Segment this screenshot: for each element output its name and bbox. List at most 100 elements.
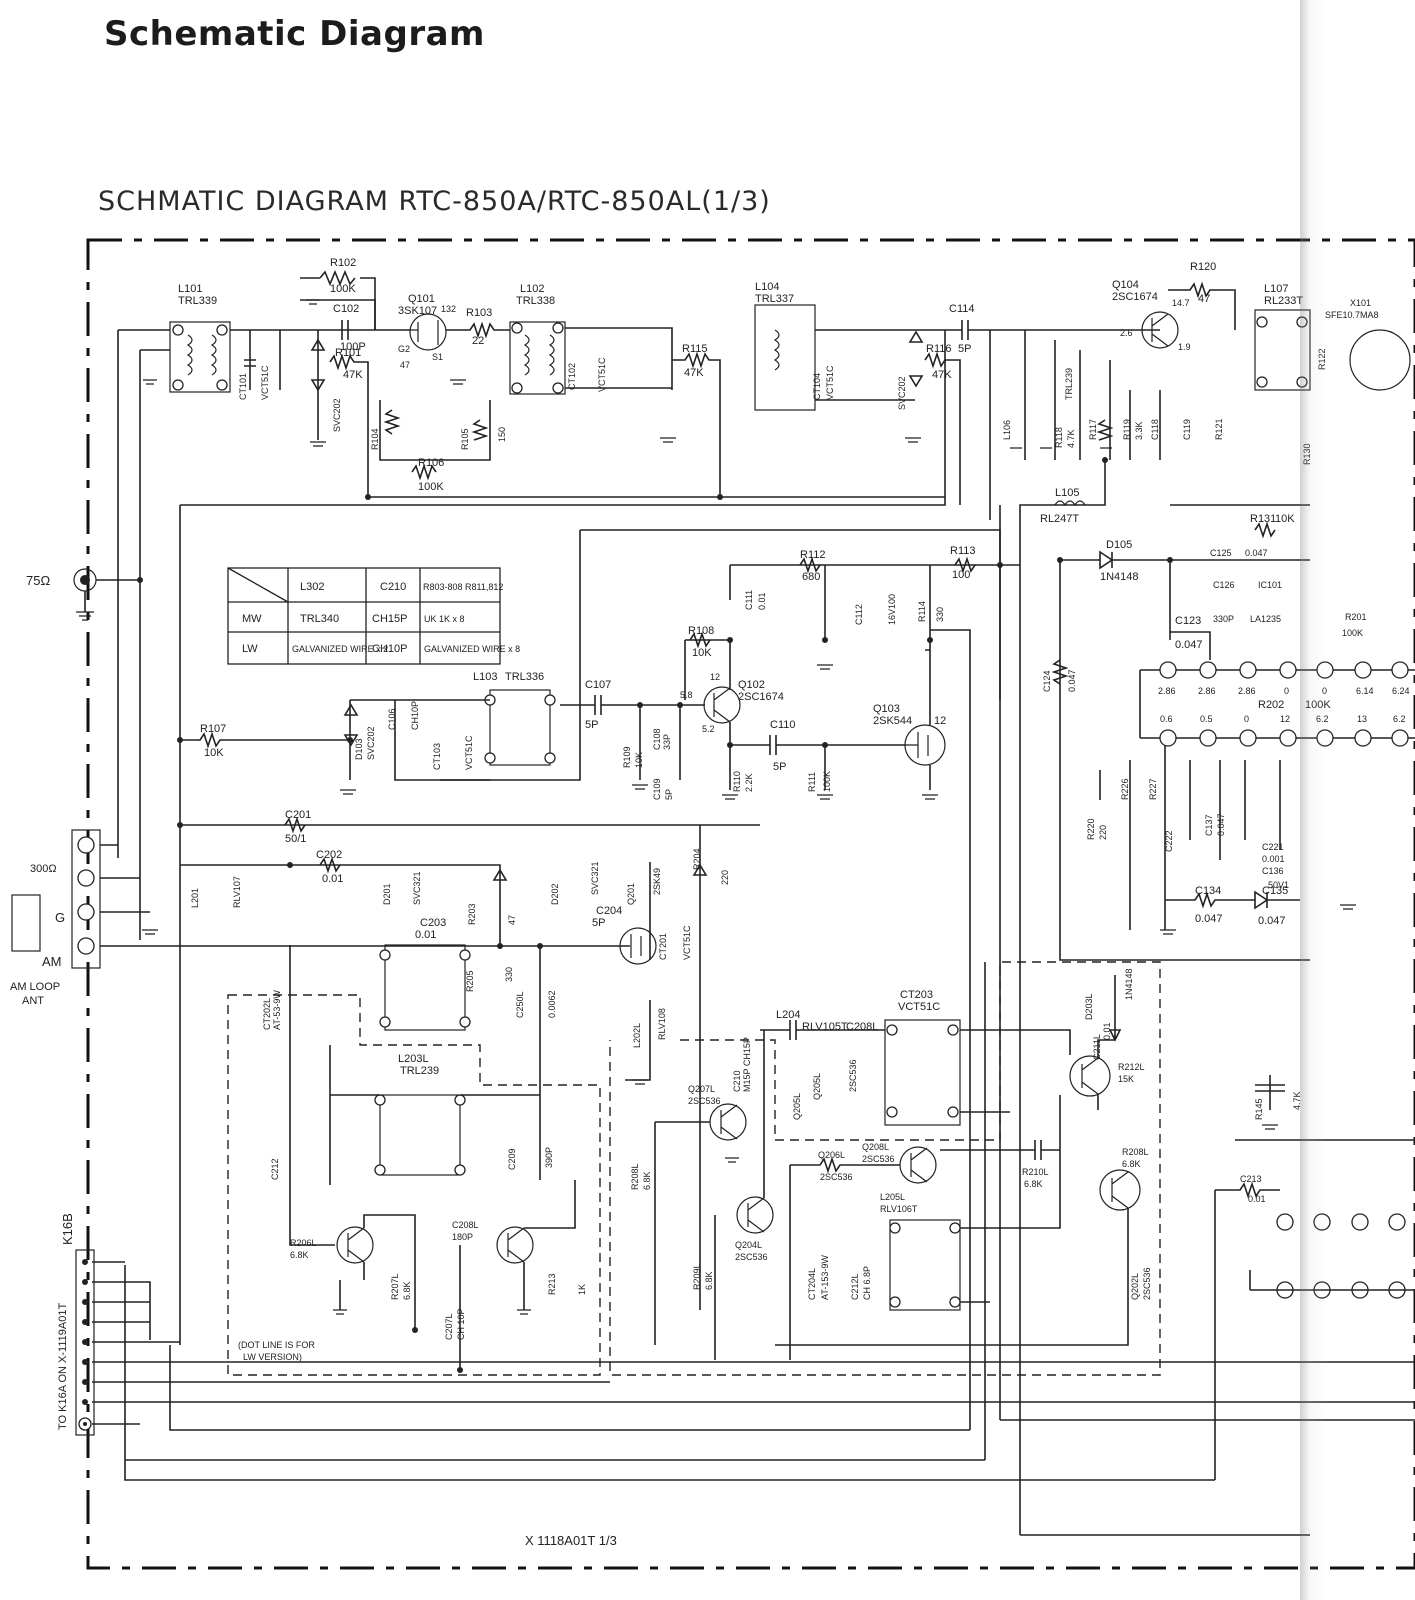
connector-k16b [75, 1249, 95, 1436]
value-ct102: VCT51C [597, 357, 607, 392]
label-r120: R120 [1190, 261, 1216, 273]
value-r114: 330 [935, 607, 945, 622]
lw-dashed-region-left [227, 994, 601, 1376]
value-d103: SVC202 [366, 726, 376, 760]
wire [459, 1180, 576, 1370]
voltage-q101-s1: S1 [432, 352, 443, 362]
value-r202: 0.01 [322, 873, 343, 885]
capacitor-c114 [940, 320, 1160, 340]
value-r101: 47K [343, 369, 363, 381]
value-r108: 10K [692, 647, 712, 659]
transistor-q201 [619, 927, 657, 965]
value-q202l: 6.8K [290, 1250, 309, 1260]
resistor-r116 [924, 351, 961, 505]
value-q103: 2SK544 [873, 715, 912, 727]
wire [329, 1045, 540, 1185]
label-k16b: K16B [60, 1213, 75, 1245]
label-l101: L101 [178, 283, 202, 295]
capacitor-c102 [341, 320, 349, 340]
label-l105: L105 [1055, 487, 1079, 499]
label-c202: D201 [382, 883, 392, 905]
value-ct204l: AT-153-9W [820, 1255, 830, 1300]
wire [84, 579, 140, 612]
value-r113: 100 [952, 569, 970, 581]
label-q102: Q102 [738, 679, 765, 691]
ic-voltage-10: 6.2 [1393, 714, 1406, 724]
value-r207l: CH 10P [456, 1308, 466, 1340]
resistor-r103 [446, 321, 510, 339]
label-r108: R108 [688, 625, 714, 637]
transistor-q202l [336, 1226, 374, 1264]
wire [989, 330, 1161, 520]
wire [960, 1095, 1061, 1303]
label-r111: R111 [807, 772, 817, 792]
value-l106: TRL239 [1064, 368, 1074, 400]
label-d203l: C211L [1092, 1034, 1102, 1060]
label-q205l: Q207L [688, 1084, 715, 1094]
value-c132: 220 [1098, 825, 1108, 840]
resistor-r112 [799, 556, 821, 574]
label-r105: R105 [460, 428, 470, 450]
value-d203l: 0.01 [1102, 1022, 1112, 1040]
label-r121: R121 [1214, 418, 1224, 440]
label-r114: R114 [917, 601, 927, 622]
ic-voltage-6: 6.14 [1356, 686, 1374, 696]
value-r212l: 1N4148 [1124, 968, 1134, 1000]
label-r208l: R208L [630, 1163, 640, 1190]
label-r103: R103 [466, 307, 492, 319]
label-q201: C204 [596, 905, 622, 917]
label-ct101: CT101 [238, 373, 248, 400]
resistor-r202 [319, 856, 341, 874]
coil-l103 [489, 689, 551, 766]
wire [960, 1029, 1071, 1113]
wire [289, 945, 335, 1246]
label-r113: R113 [950, 545, 975, 557]
wire [729, 564, 1020, 651]
resistor-r104 [383, 409, 401, 435]
label-vr102: C221 [1262, 842, 1284, 852]
value-c124: 0.047 [1245, 548, 1268, 558]
label-q202l: R206L [290, 1238, 317, 1248]
value-q205l: 2SC536 [688, 1096, 721, 1106]
transformer-l205l [889, 1219, 961, 1311]
table-mw-l302: TRL340 [300, 613, 339, 625]
junction-dots [137, 457, 1173, 1373]
value-r208l: 6.8K [642, 1171, 652, 1190]
diode-d101 [310, 338, 326, 351]
value-c209: RLV105T [802, 1021, 848, 1033]
value-d107: 0.047 [1258, 915, 1286, 927]
footer-code: X 1118A01T 1/3 [525, 1533, 617, 1548]
label-r211l: Q202L [1130, 1273, 1140, 1300]
label-c209: L204 [776, 1009, 800, 1021]
label-l106: L106 [1002, 420, 1012, 440]
value-vr101: 0.047 [1216, 813, 1226, 836]
value-r116: 47K [932, 369, 952, 381]
value-r112: 680 [802, 571, 820, 583]
wire [649, 825, 701, 1310]
wire [713, 687, 731, 723]
label-r206l: R207L [390, 1273, 400, 1300]
wire [117, 329, 170, 858]
wire [1097, 975, 1122, 1110]
value-r146: 50V1 [1268, 880, 1289, 890]
value-ic101: 100K [1305, 699, 1331, 711]
ic-voltage-13: 12 [1280, 714, 1290, 724]
resistor-r120 [1168, 281, 1236, 330]
label-ct103: CT103 [432, 743, 442, 770]
voltage-q101-g2: G2 [398, 344, 410, 354]
coil-l104-winding [773, 329, 780, 371]
lw-dashed-region-right [609, 961, 1161, 1376]
transistor-q206l [899, 1146, 937, 1184]
label-75ohm: 75Ω [26, 573, 50, 588]
value-c212l: CH 6.8P [862, 1266, 872, 1300]
value-ct104: VCT51C [825, 365, 835, 400]
label-l201: C203 [420, 917, 446, 929]
resistor-r102 [319, 269, 356, 287]
ic-voltage-2: 2.86 [1198, 686, 1216, 696]
note-dot-line-1: (DOT LINE IS FOR [238, 1340, 315, 1350]
label-r131: R131 [1250, 513, 1276, 525]
table-mw-r803: UK 1K x 8 [424, 614, 465, 624]
label-l205l: L205L [880, 1192, 905, 1202]
diode-d202 [692, 863, 708, 876]
label-c108: C108 [652, 728, 662, 750]
